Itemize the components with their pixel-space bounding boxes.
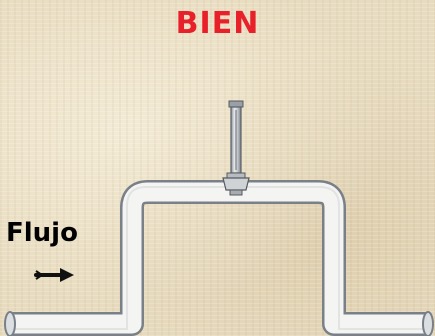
flow-label: Flujo — [6, 218, 78, 248]
arrow-right-icon — [34, 268, 74, 282]
pipe-loop — [10, 180, 430, 336]
gauge-stem-icon — [222, 100, 250, 196]
pipe-end-right — [422, 311, 434, 336]
pipe-end-left — [4, 311, 16, 336]
diagram-title: BIEN — [175, 6, 260, 41]
